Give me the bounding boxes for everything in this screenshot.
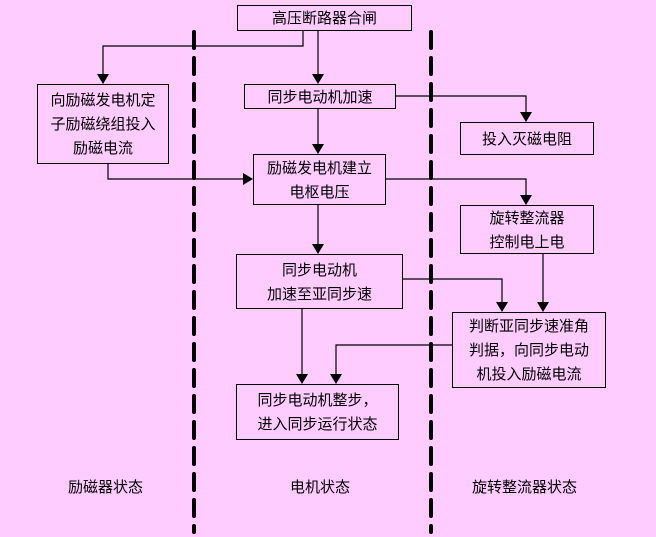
node-text: 同步电动机整步， bbox=[257, 391, 378, 409]
node-subsync-speed: 同步电动机 加速至亚同步速 bbox=[236, 254, 403, 309]
node-text: 机投入励磁电流 bbox=[476, 365, 582, 383]
edge-subsync-to-judge bbox=[402, 278, 508, 312]
node-synchronized: 同步电动机整步， 进入同步运行状态 bbox=[236, 384, 399, 440]
node-text: 判据，向同步电动 bbox=[468, 341, 589, 359]
node-text: 电枢电压 bbox=[289, 182, 350, 201]
node-text: 控制电上电 bbox=[489, 232, 565, 251]
lane-label-rectifier: 旋转整流器状态 bbox=[472, 478, 578, 496]
edge-breaker-to-stator-excitation bbox=[97, 30, 304, 84]
node-armature-voltage: 励磁发电机建立 电枢电压 bbox=[253, 154, 386, 205]
edge-judge-to-synchronized bbox=[330, 344, 452, 384]
edge-stator-to-armature bbox=[107, 163, 253, 185]
node-text: 子励磁绕组投入 bbox=[50, 115, 156, 133]
node-text: 向励磁发电机定 bbox=[50, 91, 156, 109]
node-breaker-close: 高压断路器合闸 bbox=[237, 5, 412, 31]
edge-accelerate-to-discharge bbox=[395, 95, 532, 122]
node-text: 同步电动机 bbox=[281, 260, 357, 279]
node-discharge-resistor: 投入灭磁电阻 bbox=[460, 122, 594, 155]
node-text: 励磁发电机建立 bbox=[266, 158, 372, 177]
node-text: 判断亚同步速准角 bbox=[468, 317, 589, 335]
node-text: 进入同步运行状态 bbox=[257, 415, 378, 433]
node-motor-accelerate: 同步电动机加速 bbox=[244, 84, 396, 109]
node-stator-excitation: 向励磁发电机定 子励磁绕组投入 励磁电流 bbox=[37, 84, 169, 164]
node-text: 投入灭磁电阻 bbox=[481, 129, 572, 148]
node-text: 高压断路器合闸 bbox=[271, 9, 377, 27]
node-text: 励磁电流 bbox=[72, 139, 133, 157]
node-text: 旋转整流器 bbox=[489, 208, 565, 227]
lane-label-motor: 电机状态 bbox=[290, 478, 351, 496]
node-rectifier-power-on: 旋转整流器 控制电上电 bbox=[460, 205, 594, 254]
edge-armature-to-rectifier bbox=[385, 178, 532, 205]
node-text: 加速至亚同步速 bbox=[266, 284, 372, 303]
lane-label-exciter: 励磁器状态 bbox=[68, 478, 144, 496]
node-text: 同步电动机加速 bbox=[267, 87, 373, 106]
node-judge-subsync: 判断亚同步速准角 判据，向同步电动 机投入励磁电流 bbox=[452, 312, 606, 388]
